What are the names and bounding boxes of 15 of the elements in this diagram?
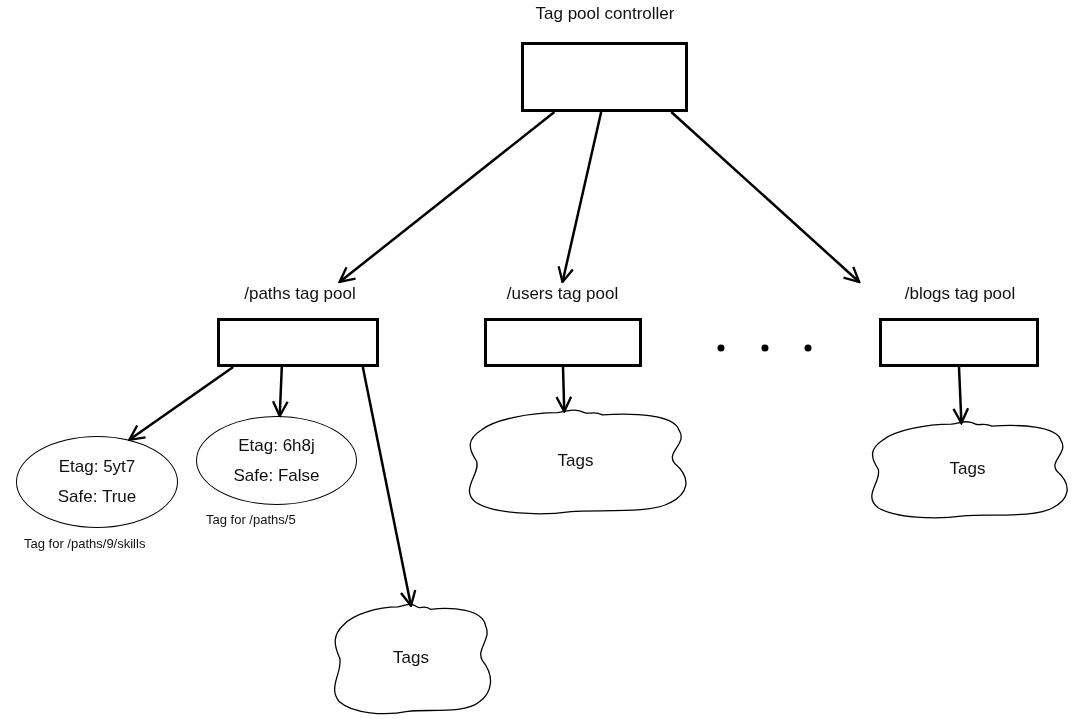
box-heading: /blogs tag pool [903,284,1017,304]
arrow [338,111,556,284]
node-caption: Tag for /paths/9/skills [24,536,146,551]
arrow [670,111,861,284]
box-heading: /paths tag pool [243,284,357,304]
arrow [557,111,603,284]
arrow [271,366,289,418]
arrow [361,366,417,607]
tag-ellipse: Etag: 6h8j Safe: False [196,416,357,505]
arrow [555,366,573,413]
box-heading: /users tag pool [505,284,620,304]
node-caption: Tag for /paths/5 [206,512,296,527]
box-heading: Tag pool controller [534,4,676,24]
arrow [952,366,970,425]
arrow [128,365,234,441]
